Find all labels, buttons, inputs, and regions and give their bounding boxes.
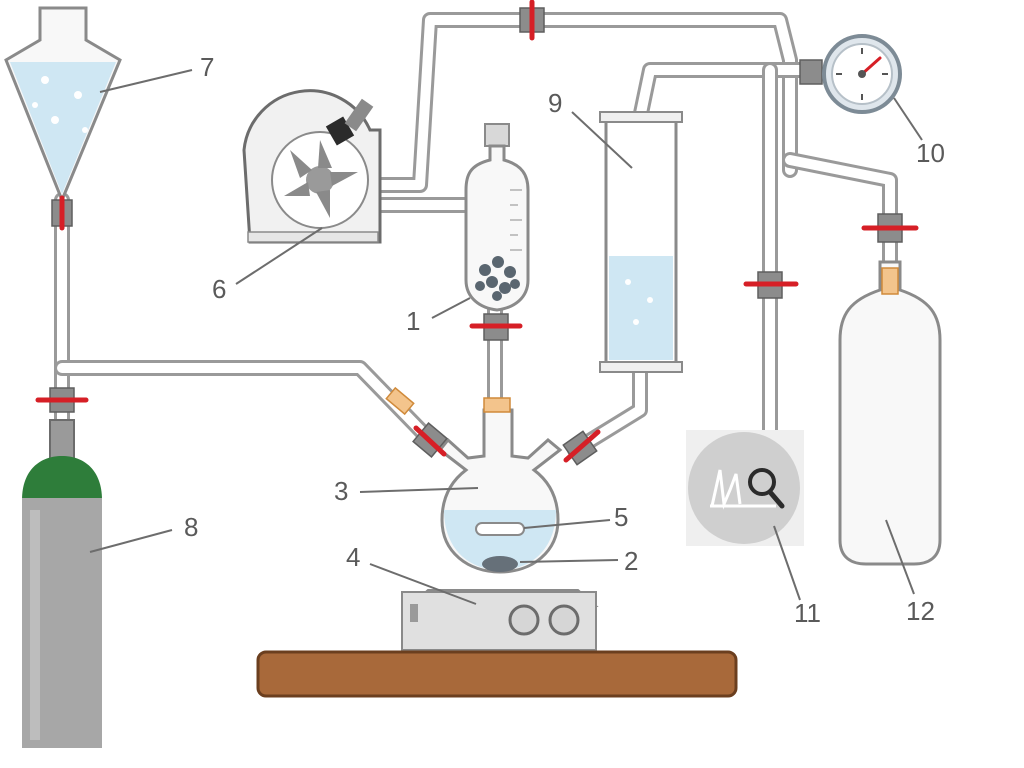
valves — [35, 0, 919, 466]
separatory-funnel — [4, 6, 122, 204]
callout-1: 1 — [406, 306, 420, 336]
callout-8: 8 — [184, 512, 198, 542]
callout-7: 7 — [200, 52, 214, 82]
lab-bench — [256, 650, 738, 698]
valve-top-line — [519, 0, 545, 41]
callout-10: 10 — [916, 138, 945, 168]
callout-11: 11 — [794, 598, 821, 628]
callout-9: 9 — [548, 88, 562, 118]
valve-bottle — [861, 213, 919, 243]
valve-analyzer-line — [743, 271, 799, 299]
catalyst-pellets — [475, 256, 520, 301]
stir-bar — [475, 522, 525, 536]
ground-joints — [385, 386, 511, 416]
gas-cylinder — [22, 419, 102, 748]
callout-labels: 1 2 3 4 5 6 7 8 9 10 11 12 — [184, 52, 945, 628]
callout-12: 12 — [906, 596, 935, 626]
catalyst-sediment — [482, 556, 518, 572]
collection-bottle — [838, 260, 942, 566]
hotplate-stirrer — [401, 589, 599, 651]
analyzer — [686, 430, 804, 546]
valve-column-1 — [469, 313, 523, 341]
tubing — [54, 12, 898, 458]
callout-6: 6 — [212, 274, 226, 304]
reaction-flask — [437, 408, 563, 574]
leader-lines — [89, 69, 923, 605]
valve-gas — [35, 387, 89, 413]
reaction-column — [464, 123, 530, 312]
fan-unit — [242, 89, 382, 244]
gas-burette — [599, 111, 683, 373]
callout-4: 4 — [346, 542, 360, 572]
callout-2: 2 — [624, 546, 638, 576]
callout-3: 3 — [334, 476, 348, 506]
callout-5: 5 — [614, 502, 628, 532]
pressure-gauge — [799, 34, 902, 114]
valve-flask-right — [562, 429, 601, 466]
valve-funnel — [51, 195, 73, 231]
valve-flask-left — [412, 422, 448, 458]
